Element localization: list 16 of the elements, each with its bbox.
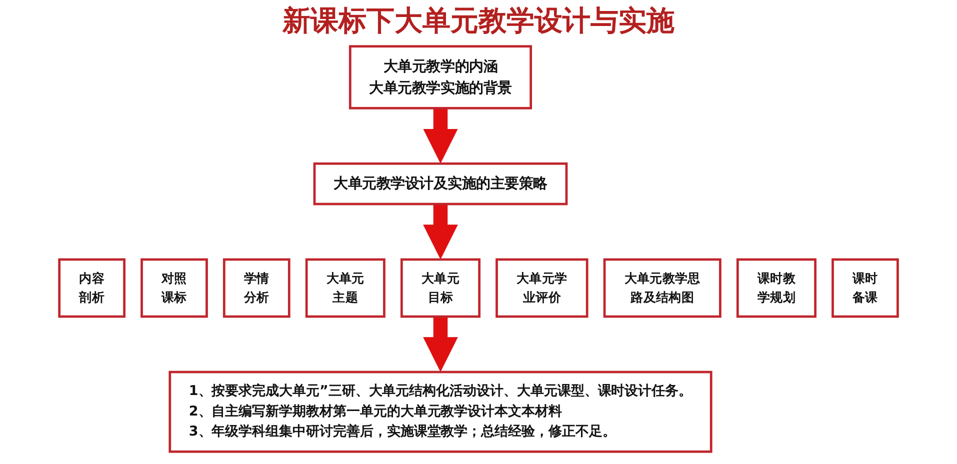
node-box: 内容剖析 <box>58 258 126 318</box>
arrow <box>423 204 458 260</box>
node-box: 大单元学业评价 <box>496 258 588 318</box>
node-box: 大单元主题 <box>305 258 386 318</box>
node-box: 1、按要求完成大单元”三研、大单元结构化活动设计、大单元课型、课时设计任务。 2、自主编写新学期教材第一单元的大单元教学设计本文本材料 3、年级学科组集中研讨完善后，实施课堂教学；总结经验，修正不足。 <box>168 370 712 452</box>
node-box: 大单元目标 <box>400 258 480 318</box>
node-box: 对照课标 <box>140 258 208 318</box>
node-box: 学情分析 <box>222 258 290 318</box>
arrow <box>423 316 458 372</box>
node-box: 大单元教学的内涵 大单元教学实施的背景 <box>348 44 532 109</box>
node-box: 大单元教学思路及结构图 <box>603 258 722 318</box>
arrow <box>423 108 458 164</box>
node-box: 课时教学规划 <box>736 258 816 318</box>
node-box: 大单元教学设计及实施的主要策略 <box>313 162 568 205</box>
node-box: 课时备课 <box>832 258 899 318</box>
title: 新课标下大单元教学设计与实施 <box>282 4 674 38</box>
